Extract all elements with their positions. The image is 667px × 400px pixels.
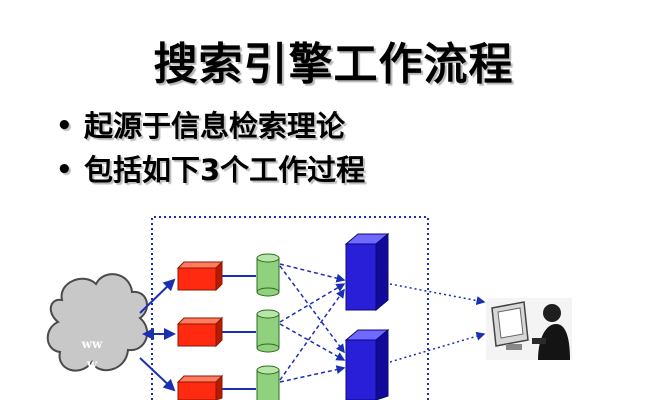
system-boundary bbox=[151, 216, 429, 400]
slide-title: 搜索引擎工作流程 bbox=[153, 39, 514, 90]
cloud-to-crawler-connectors bbox=[139, 278, 176, 392]
cloud-label-line1: ww bbox=[81, 337, 103, 351]
bullet-text: 包括如下3个工作过程 bbox=[84, 153, 366, 187]
data-store-cylinder bbox=[256, 365, 280, 400]
index-server-block bbox=[344, 232, 390, 312]
server-to-user-connectors bbox=[389, 283, 486, 363]
crawler-box bbox=[176, 374, 224, 400]
bullet-dot-icon: • bbox=[56, 111, 73, 141]
bullet-item: • 包括如下3个工作过程 bbox=[56, 148, 365, 192]
data-store-cylinder bbox=[256, 309, 280, 353]
store-to-server-connectors bbox=[279, 263, 346, 383]
bullet-dot-icon: • bbox=[56, 155, 73, 185]
crawler-box bbox=[176, 260, 224, 292]
bullet-item: • 起源于信息检索理论 bbox=[56, 104, 365, 148]
crawler-box bbox=[176, 316, 224, 348]
crawler-to-store-connectors bbox=[222, 275, 256, 390]
data-store-cylinder bbox=[256, 253, 280, 297]
bullet-list: • 起源于信息检索理论 • 包括如下3个工作过程 bbox=[56, 104, 365, 192]
www-cloud-icon: ww w bbox=[46, 273, 149, 372]
bullet-text: 起源于信息检索理论 bbox=[84, 109, 346, 143]
user-at-computer-icon bbox=[486, 298, 572, 360]
index-server-block bbox=[344, 328, 390, 400]
cloud-label-line2: w bbox=[86, 357, 98, 371]
